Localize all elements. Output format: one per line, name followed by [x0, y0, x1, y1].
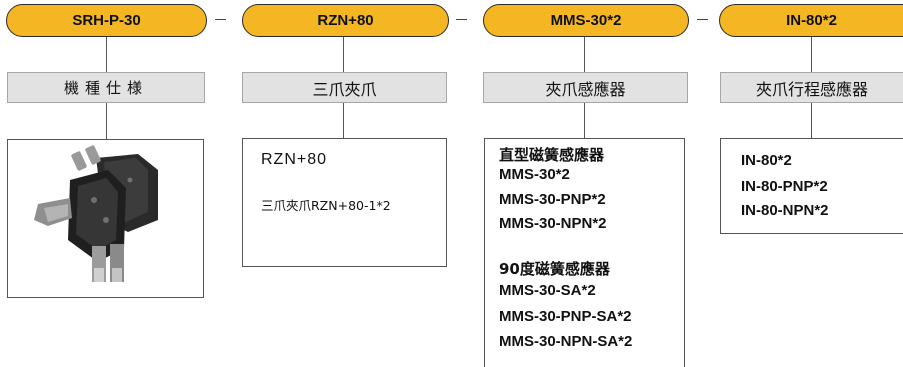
stroke-sensor-model: IN-80*2 — [741, 152, 792, 169]
sensor-model: MMS-30-NPN*2 — [499, 215, 607, 232]
header-pill-sensor: MMS-30*2 — [483, 4, 689, 37]
header-pill-sensor-text: MMS-30*2 — [550, 12, 622, 29]
connector-dash-2 — [456, 19, 467, 20]
gripper-illustration — [34, 145, 158, 282]
label-model-spec-text: 機種仕様 — [63, 79, 148, 97]
connector-line — [584, 103, 585, 138]
gripper-spec-line: RZN+80 — [261, 151, 328, 168]
label-gripper-sensor: 夾爪感應器 — [483, 72, 688, 103]
connector-line — [343, 103, 344, 138]
connector-line — [584, 37, 585, 72]
label-stroke-sensor-text: 夾爪行程感應器 — [755, 79, 868, 99]
gripper-spec-box: RZN+80 三爪夾爪RZN+80-1*2 — [242, 138, 447, 267]
header-pill-stroke-sensor-text: IN-80*2 — [786, 12, 837, 29]
header-pill-gripper: RZN+80 — [242, 4, 449, 37]
header-pill-model-text: SRH-P-30 — [72, 12, 141, 29]
sensor-model: MMS-30-PNP-SA*2 — [499, 308, 632, 325]
sensor-group-heading: 直型磁簧感應器 — [499, 146, 605, 164]
sensor-group-heading: 90度磁簧感應器 — [499, 260, 610, 278]
connector-line — [106, 103, 107, 139]
connector-line — [811, 103, 812, 138]
header-pill-model: SRH-P-30 — [6, 4, 207, 37]
label-gripper-sensor-text: 夾爪感應器 — [545, 79, 626, 99]
sensor-list-box: 直型磁簧感應器 MMS-30*2 MMS-30-PNP*2 MMS-30-NPN… — [484, 138, 685, 367]
connector-dash-1 — [215, 19, 226, 20]
gripper-spec-line: 三爪夾爪RZN+80-1*2 — [261, 198, 391, 213]
connector-line — [343, 37, 344, 72]
label-three-jaw-gripper-text: 三爪夾爪 — [312, 79, 377, 99]
header-pill-stroke-sensor: IN-80*2 — [719, 4, 903, 37]
sensor-model: MMS-30-PNP*2 — [499, 191, 606, 208]
connector-line — [106, 37, 107, 72]
label-model-spec: 機種仕様 — [7, 72, 205, 103]
connector-dash-3 — [697, 19, 708, 20]
label-three-jaw-gripper: 三爪夾爪 — [242, 72, 447, 103]
sensor-model: MMS-30-NPN-SA*2 — [499, 333, 633, 350]
sensor-model: MMS-30-SA*2 — [499, 282, 596, 299]
connector-line — [811, 37, 812, 72]
label-stroke-sensor: 夾爪行程感應器 — [720, 72, 903, 103]
stroke-sensor-model: IN-80-NPN*2 — [741, 202, 829, 219]
header-pill-gripper-text: RZN+80 — [317, 12, 374, 29]
stroke-sensor-box: IN-80*2 IN-80-PNP*2 IN-80-NPN*2 — [720, 138, 903, 234]
stroke-sensor-model: IN-80-PNP*2 — [741, 178, 828, 195]
sensor-model: MMS-30*2 — [499, 166, 570, 183]
gripper-image-box — [7, 139, 204, 298]
